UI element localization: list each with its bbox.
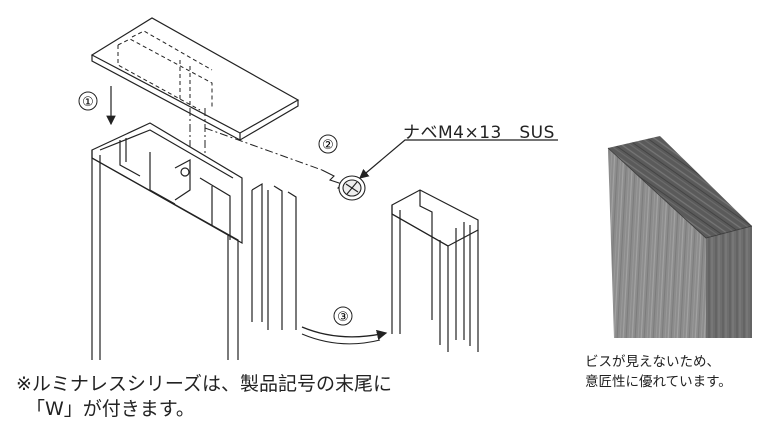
step-1-marker: ① (78, 91, 98, 111)
product-note-line-1: ※ルミナレスシリーズは、製品記号の末尾に (16, 373, 392, 395)
step-3-marker: ③ (333, 306, 353, 326)
product-note-line-2: 「W」が付きます。 (26, 398, 195, 420)
step-3-arrow (301, 326, 388, 341)
finished-part-image (607, 136, 753, 338)
image-caption: ビスが見えないため、 意匠性に優れています。 (585, 352, 732, 392)
screw-spec-label: ナベM4×13 SUS (403, 123, 555, 143)
screw-leader-line (359, 139, 558, 179)
image-caption-line-1: ビスが見えないため、 (585, 354, 720, 370)
step-2-marker: ② (318, 134, 338, 154)
cap-plate (90, 17, 300, 141)
image-caption-line-2: 意匠性に優れています。 (585, 374, 732, 390)
step-2-label: ② (322, 138, 334, 153)
end-profile (391, 189, 479, 352)
product-note: ※ルミナレスシリーズは、製品記号の末尾に 「W」が付きます。 (16, 372, 392, 422)
step-3-label: ③ (337, 310, 349, 325)
screw (321, 169, 366, 201)
step-1-label: ① (82, 95, 94, 110)
main-profile (91, 122, 297, 360)
